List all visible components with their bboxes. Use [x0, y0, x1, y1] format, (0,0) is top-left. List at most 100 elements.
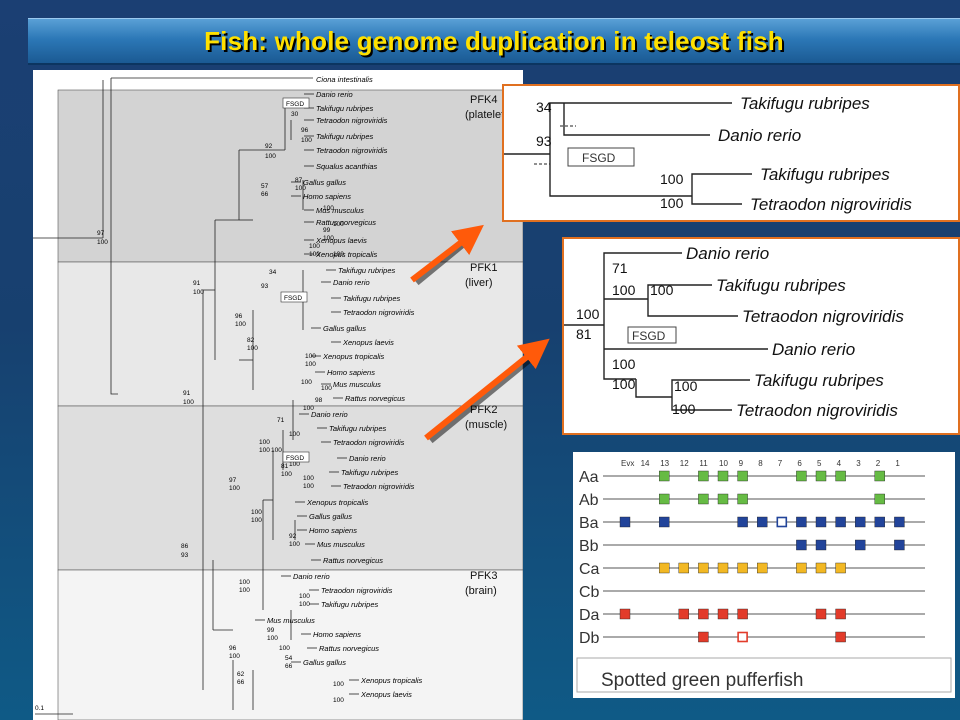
hox-gene: [698, 493, 709, 505]
leaf-label: Takifugu rubripes: [716, 276, 846, 295]
support-value: 96: [235, 313, 243, 320]
support-value: 96: [229, 645, 237, 652]
hox-column-label: 12: [680, 459, 689, 468]
hox-gene: [658, 562, 670, 574]
support-value: 93: [536, 133, 552, 149]
leaf-label: Takifugu rubripes: [754, 371, 884, 390]
support-value: 100: [612, 376, 636, 392]
leaf-label: Tetraodon nigroviridis: [750, 195, 912, 214]
leaf-label: Takifugu rubripes: [760, 165, 890, 184]
support-value: 99: [323, 227, 331, 234]
support-value: 100: [251, 517, 262, 524]
leaf-label: Takifugu rubripes: [341, 468, 399, 477]
hox-gene: [717, 470, 729, 482]
leaf-label: Rattus norvegicus: [323, 556, 383, 565]
support-value: 71: [277, 417, 285, 424]
hox-column-label: 7: [778, 459, 783, 468]
support-value: 100: [235, 321, 246, 328]
clade-band: [57, 569, 523, 720]
tree-branch: [549, 154, 752, 205]
hox-gene: [874, 470, 885, 482]
leaf-label: Tetraodon nigroviridis: [343, 308, 415, 317]
support-value: 100: [323, 205, 334, 212]
hox-column-label: 10: [719, 459, 728, 468]
leaf-label: Takifugu rubripes: [343, 294, 401, 303]
support-value: 71: [612, 260, 628, 276]
hox-column-label: 5: [817, 459, 822, 468]
support-value: 100: [303, 483, 314, 490]
hox-gene: [815, 539, 827, 551]
hox-gene: [737, 516, 748, 528]
hox-gene: [698, 608, 709, 620]
support-value: 100: [333, 251, 344, 258]
hox-pseudogene: [776, 516, 788, 528]
leaf-label: Takifugu rubripes: [321, 600, 379, 609]
hox-pseudogene: [737, 631, 748, 643]
hox-gene: [717, 608, 729, 620]
support-value: 81: [281, 463, 289, 470]
hox-row-label: Db: [579, 630, 600, 647]
hox-gene: [619, 516, 631, 528]
support-value: 100: [267, 635, 278, 642]
fsgd-label: FSGD: [286, 455, 304, 462]
leaf-label: Gallus gallus: [323, 324, 366, 333]
support-value: 100: [612, 356, 636, 372]
hox-gene: [855, 539, 866, 551]
clade-subtitle: (liver): [465, 277, 493, 289]
tree-branch: [33, 80, 104, 239]
clade-name: PFK4: [470, 94, 498, 106]
leaf-label: Danio rerio: [349, 454, 386, 463]
support-value: 100: [295, 185, 306, 192]
hox-column-label: Evx: [621, 459, 634, 468]
tree-branch: [564, 252, 738, 326]
scale-label: 0.1: [35, 705, 44, 712]
leaf-label: Gallus gallus: [309, 512, 352, 521]
clade-band: [57, 261, 523, 407]
support-value: 100: [323, 235, 334, 242]
hox-gene: [796, 470, 807, 482]
tree-branch: [504, 102, 732, 155]
support-value: 100: [333, 681, 344, 688]
leaf-label: Tetraodon nigroviridis: [343, 482, 415, 491]
support-value: 100: [672, 401, 696, 417]
fsgd-box: [280, 291, 308, 303]
hox-row-label: Ab: [579, 492, 599, 509]
hox-gene: [894, 539, 905, 551]
support-value: 100: [674, 378, 698, 394]
hox-column-label: 4: [837, 459, 842, 468]
leaf-label: Homo sapiens: [309, 526, 357, 535]
leaf-label: Danio rerio: [686, 244, 769, 263]
hox-row-label: Da: [579, 607, 600, 624]
hox-column-label: 3: [856, 459, 861, 468]
fsgd-box: [282, 97, 310, 109]
support-value: 86: [181, 543, 189, 550]
leaf-label: Xenopus tropicalis: [306, 498, 369, 507]
clade-name: PFK1: [470, 262, 498, 274]
hox-gene: [796, 539, 807, 551]
hox-row-label: Cb: [579, 584, 600, 601]
leaf-label: Xenopus tropicalis: [360, 676, 423, 685]
support-value: 93: [261, 283, 269, 290]
hox-gene: [815, 562, 827, 574]
hox-column-label: 13: [660, 459, 669, 468]
support-value: 100: [247, 345, 258, 352]
hox-row-label: Bb: [579, 538, 599, 555]
support-value: 100: [576, 306, 600, 322]
hox-column-label: 2: [876, 459, 881, 468]
phylogenetic-tree-panel: PFK4(platelet)PFK1(liver)PFK2(muscle)PFK…: [33, 70, 523, 720]
support-value: 100: [612, 282, 636, 298]
leaf-label: Tetraodon nigroviridis: [736, 401, 898, 420]
leaf-label: Mus musculus: [333, 380, 381, 389]
hox-row-label: Ca: [579, 561, 600, 578]
support-value: 100: [303, 475, 314, 482]
support-value: 100: [229, 485, 240, 492]
hox-row-label: Aa: [579, 469, 599, 486]
support-value: 82: [247, 337, 255, 344]
support-value: 96: [301, 127, 309, 134]
support-value: 100: [301, 379, 312, 386]
support-value: 100: [301, 137, 312, 144]
leaf-label: Danio rerio: [311, 410, 348, 419]
hox-gene: [737, 562, 748, 574]
